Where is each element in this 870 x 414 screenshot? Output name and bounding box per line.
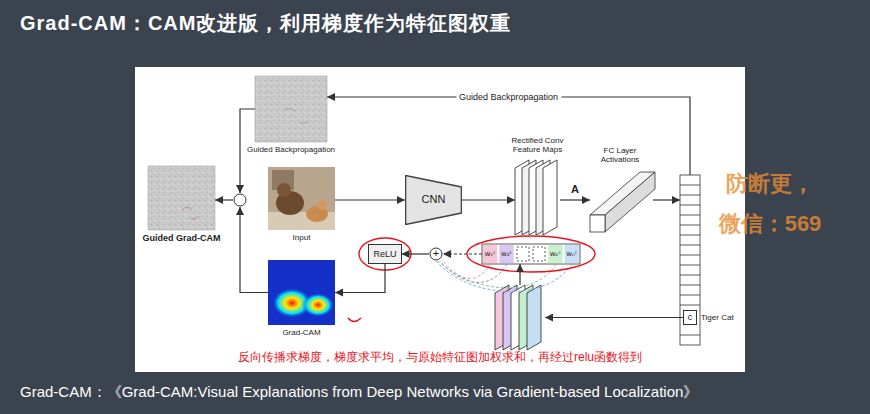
node-label: +: [433, 247, 439, 260]
heatmap-panel: Grad-CAM: [268, 260, 335, 325]
input-photo: [268, 167, 335, 230]
gradient-maps: [495, 285, 545, 350]
node-label: Grad-CAM: [282, 328, 320, 338]
guided-backprop-image: [255, 76, 327, 142]
weight-vector: [482, 244, 580, 264]
node-label: Guided Grad-CAM: [143, 233, 221, 244]
connector-arrow: [462, 199, 515, 200]
output-vector: cTiger Cat: [680, 175, 700, 345]
sum-circle: +: [429, 247, 443, 261]
node-label: FC Layer Activations: [590, 146, 650, 165]
relu-box: ReLU: [368, 244, 401, 264]
image-panel: Input: [268, 167, 335, 230]
connector-arrow: [327, 97, 690, 175]
watermark: 防断更，: [726, 169, 814, 199]
connector-arrow: [240, 207, 268, 293]
weight-label: wₖᶜ: [550, 250, 561, 258]
node-label: ReLU: [373, 249, 396, 260]
output-vector: [680, 175, 700, 345]
connector-arrow: [402, 253, 430, 254]
node-label: CNN: [422, 193, 446, 206]
gradient-map-stack: [495, 285, 541, 350]
connector-arrow: [545, 317, 683, 318]
guided-gradcam-image: [148, 166, 215, 230]
slide-title: Grad-CAM：CAM改进版，利用梯度作为特征图权重: [20, 10, 511, 37]
node-label: Input: [293, 233, 311, 243]
figure-panel: [135, 67, 745, 372]
weight-label: w₁ᶜ: [485, 250, 496, 258]
multiply-circle: [233, 193, 247, 207]
connector-arrow: [335, 199, 405, 200]
feature-map-stack: [515, 160, 557, 235]
connector-arrow: [519, 264, 520, 285]
image-panel: Guided Grad-CAM: [148, 166, 215, 230]
gradcam-heatmap: [268, 260, 335, 325]
connector-arrow: [560, 199, 590, 200]
weight-vector: [482, 244, 580, 264]
node-label: Rectified Conv Feature Maps: [503, 136, 573, 155]
fc-layer: FC Layer Activations: [585, 170, 655, 232]
edge-label: Guided Backpropagation: [456, 92, 561, 102]
class-cell: cTiger Cat: [683, 310, 697, 325]
connector-arrow: [335, 264, 385, 293]
slide-caption: Grad-CAM：《Grad-CAM:Visual Explanations f…: [20, 383, 698, 402]
fc-layer-bar: [590, 172, 655, 232]
node-label: c: [688, 312, 693, 323]
weight-dashed-curves: [436, 260, 572, 291]
watermark: 微信：569: [719, 209, 822, 239]
circle-outline: [233, 193, 247, 207]
weight-label: wₙᶜ: [566, 250, 577, 258]
red-note: 反向传播求梯度，梯度求平均，与原始特征图加权求和，再经过relu函数得到: [238, 349, 642, 366]
weight-label: w₂ᶜ: [501, 250, 512, 258]
edge-label: A: [568, 183, 582, 195]
node-sublabel: Tiger Cat: [701, 313, 734, 323]
feature-maps: Rectified Conv Feature Maps: [515, 160, 560, 235]
connector-arrow: [653, 199, 680, 200]
cnn-block: CNN: [405, 175, 462, 225]
connector-arrow: [443, 253, 482, 254]
connector-arrow: [215, 199, 233, 200]
image-panel: Guided Backpropagation: [255, 76, 327, 142]
node-label: Guided Backpropagation: [247, 145, 335, 155]
